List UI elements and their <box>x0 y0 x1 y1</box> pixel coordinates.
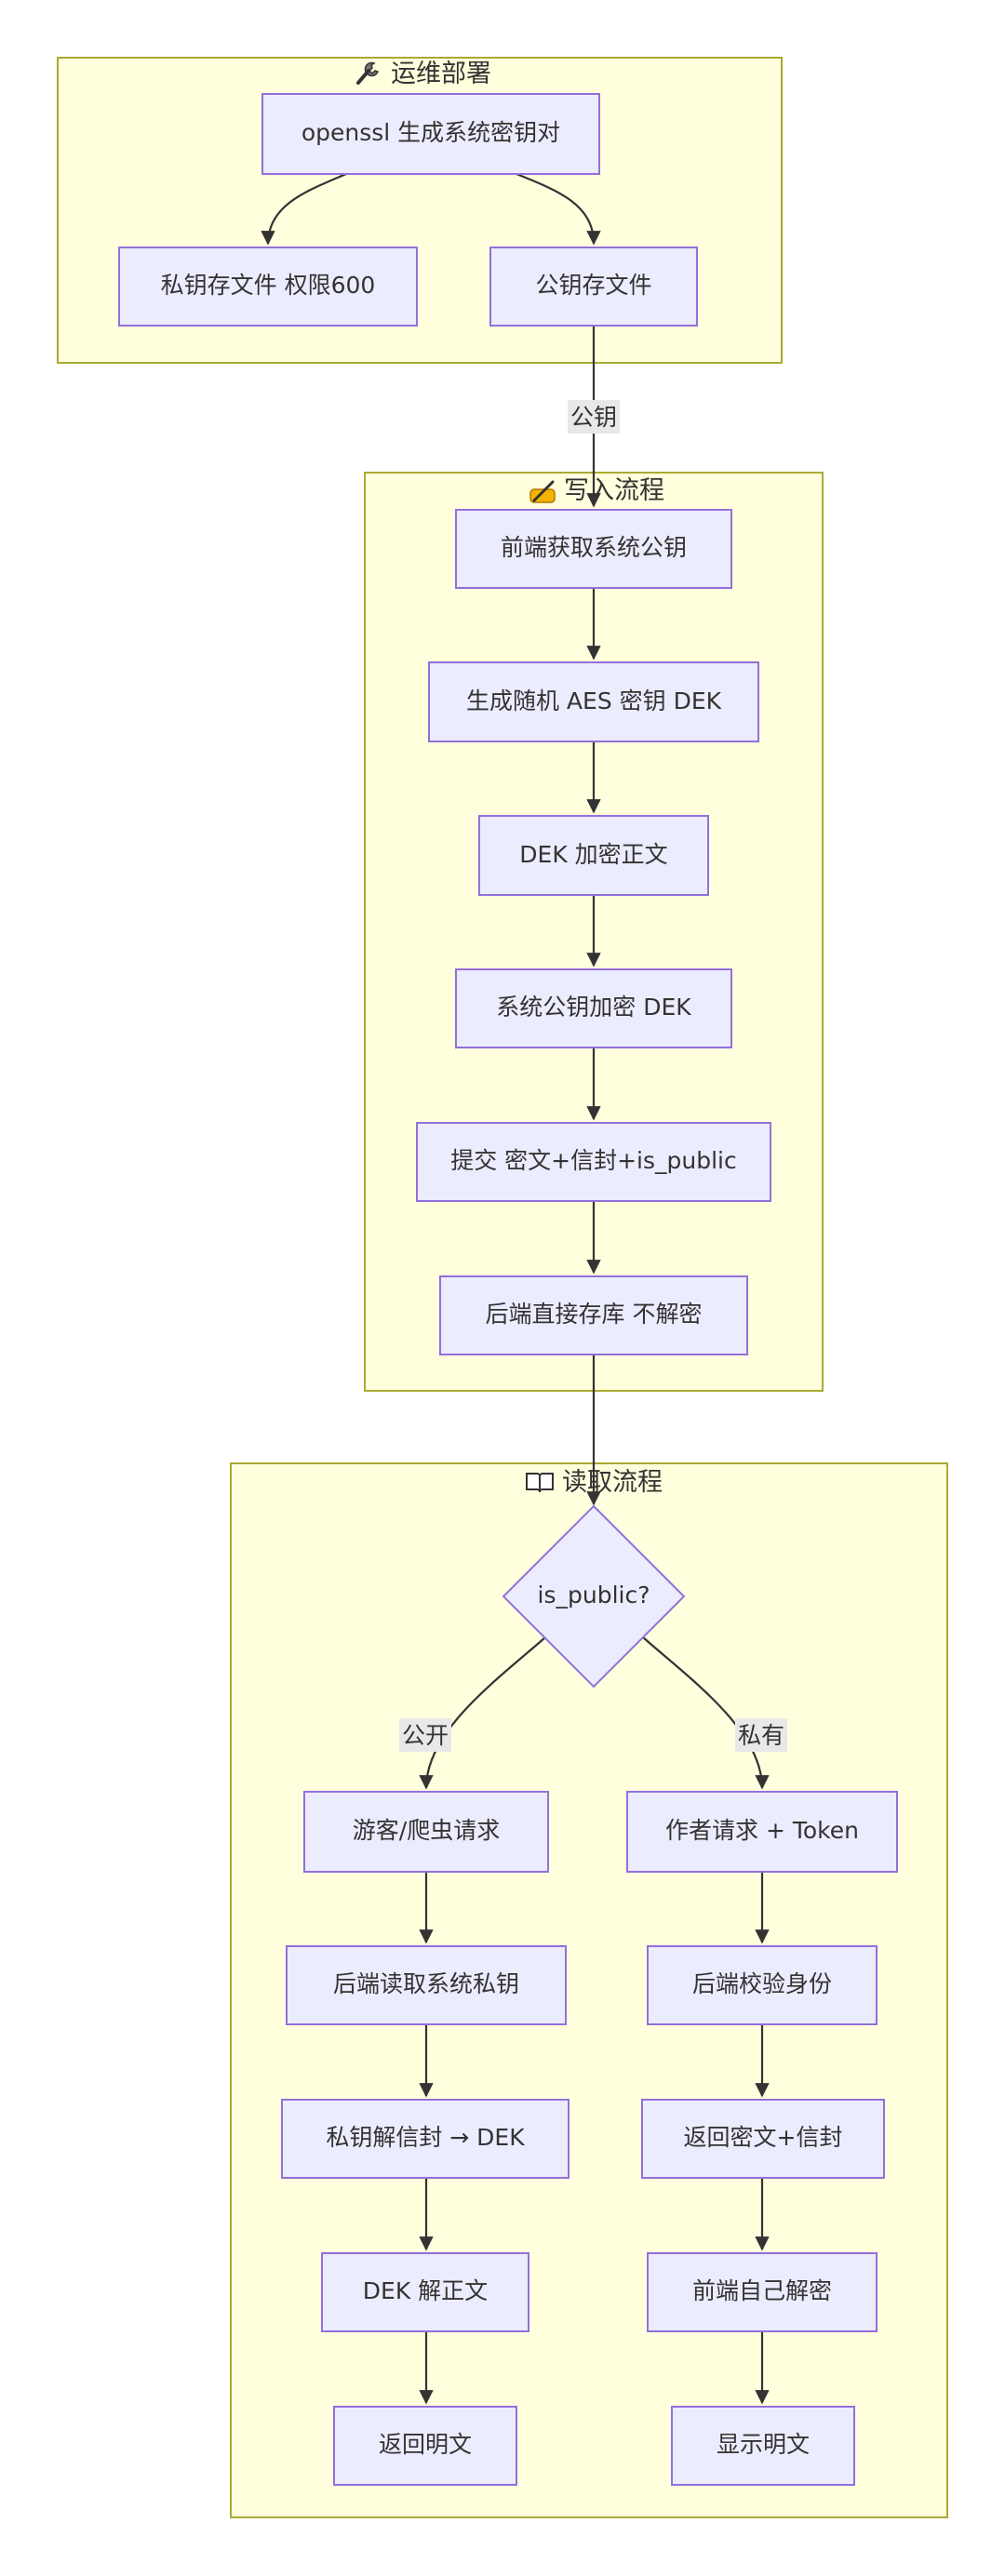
edge-decision-to-author <box>642 1636 770 1790</box>
node-dek-decrypt: DEK 解正文 <box>321 2252 529 2332</box>
node-gen-keypair: openssl 生成系统密钥对 <box>261 93 600 175</box>
edge-decision-to-guest <box>419 1636 546 1790</box>
cluster-write-title: 写入流程 <box>564 476 664 505</box>
node-author-request: 作者请求 + Token <box>626 1791 898 1873</box>
svg-text:后端校验身份: 后端校验身份 <box>692 1970 832 1997</box>
svg-text:作者请求 + Token: 作者请求 + Token <box>665 1817 859 1844</box>
node-verify-identity: 后端校验身份 <box>647 1945 878 2025</box>
node-private-file: 私钥存文件 权限600 <box>118 247 418 327</box>
node-fetch-pubkey: 前端获取系统公钥 <box>455 509 732 589</box>
edge-label-pubkey: 公钥 <box>568 400 620 434</box>
svg-text:前端自己解密: 前端自己解密 <box>692 2277 832 2304</box>
svg-text:公钥存文件: 公钥存文件 <box>535 272 651 299</box>
node-public-file: 公钥存文件 <box>489 247 698 327</box>
svg-text:返回密文+信封: 返回密文+信封 <box>684 2124 843 2151</box>
cluster-ops-title: 运维部署 <box>391 60 491 88</box>
svg-text:前端获取系统公钥: 前端获取系统公钥 <box>501 534 687 561</box>
cluster-read-title: 读取流程 <box>562 1468 663 1497</box>
node-read-privkey: 后端读取系统私钥 <box>286 1945 567 2025</box>
node-return-cipher: 返回密文+信封 <box>641 2099 885 2179</box>
svg-text:生成随机 AES 密钥 DEK: 生成随机 AES 密钥 DEK <box>466 687 722 714</box>
svg-text:后端读取系统私钥: 后端读取系统私钥 <box>333 1970 519 1997</box>
node-gen-dek: 生成随机 AES 密钥 DEK <box>428 661 759 742</box>
node-client-decrypt: 前端自己解密 <box>647 2252 878 2332</box>
node-submit: 提交 密文+信封+is_public <box>416 1122 771 1202</box>
wrench-icon <box>356 61 379 85</box>
svg-text:openssl 生成系统密钥对: openssl 生成系统密钥对 <box>302 119 560 146</box>
node-return-plain: 返回明文 <box>333 2406 517 2486</box>
svg-text:私钥存文件 权限600: 私钥存文件 权限600 <box>161 272 376 299</box>
svg-text:公开: 公开 <box>402 1722 449 1749</box>
writing-hand-icon <box>529 480 556 503</box>
svg-text:DEK 解正文: DEK 解正文 <box>363 2277 488 2304</box>
node-wrap-dek: 系统公钥加密 DEK <box>455 968 732 1048</box>
svg-text:is_public?: is_public? <box>538 1582 650 1608</box>
svg-text:后端直接存库 不解密: 后端直接存库 不解密 <box>486 1301 703 1328</box>
svg-text:游客/爬虫请求: 游客/爬虫请求 <box>353 1817 500 1844</box>
svg-text:私有: 私有 <box>738 1722 784 1749</box>
svg-text:返回明文: 返回明文 <box>379 2431 472 2458</box>
node-guest-request: 游客/爬虫请求 <box>303 1791 549 1873</box>
svg-text:公钥: 公钥 <box>570 404 617 431</box>
svg-text:DEK 加密正文: DEK 加密正文 <box>519 841 667 868</box>
edges <box>261 172 770 2405</box>
svg-text:系统公钥加密 DEK: 系统公钥加密 DEK <box>496 994 691 1021</box>
edge-label-private: 私有 <box>735 1718 787 1752</box>
svg-text:显示明文: 显示明文 <box>717 2431 810 2458</box>
edge-keypair-to-public <box>516 172 601 246</box>
node-store: 后端直接存库 不解密 <box>439 1275 748 1355</box>
svg-text:提交 密文+信封+is_public: 提交 密文+信封+is_public <box>450 1147 737 1174</box>
node-unwrap-dek: 私钥解信封 → DEK <box>281 2099 570 2179</box>
open-book-icon <box>526 1473 554 1493</box>
edge-label-public: 公开 <box>399 1718 451 1752</box>
node-show-plain: 显示明文 <box>671 2406 855 2486</box>
node-dek-encrypt: DEK 加密正文 <box>478 815 709 896</box>
edge-keypair-to-private <box>261 172 347 246</box>
svg-text:私钥解信封 → DEK: 私钥解信封 → DEK <box>326 2124 525 2151</box>
node-decision: is_public? <box>502 1504 686 1688</box>
